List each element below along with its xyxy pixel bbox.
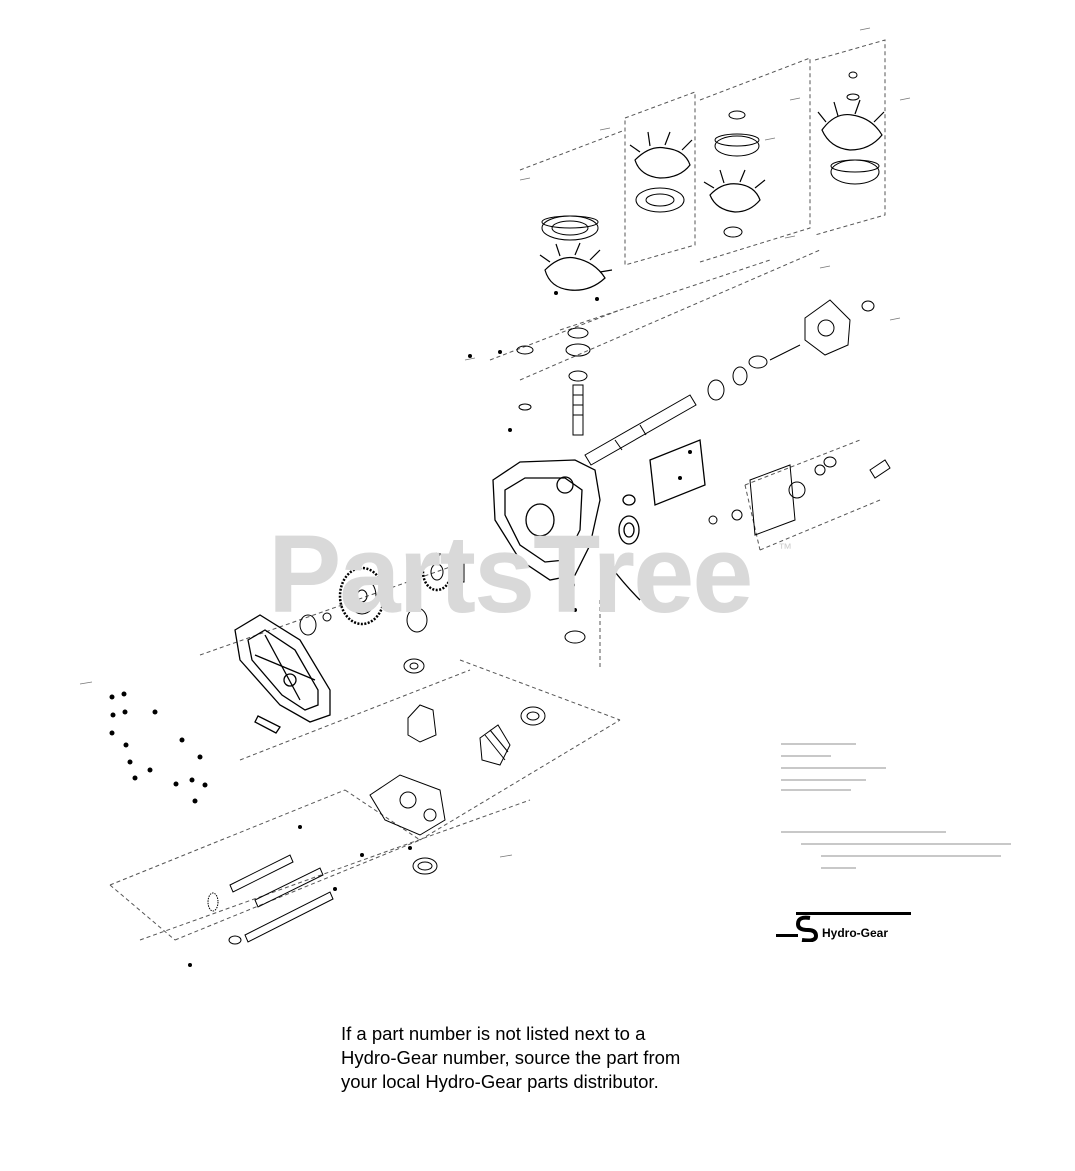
note-line: If a part number is not listed next to a — [341, 1023, 646, 1044]
fan-blades-1 — [539, 242, 613, 291]
note-line: your local Hydro-Gear parts distributor. — [341, 1071, 659, 1092]
callout-ticks — [79, 27, 911, 858]
fan-blades-3 — [703, 169, 766, 213]
exploded-parts-diagram — [79, 27, 911, 967]
center-section — [369, 630, 586, 875]
control-bracket-group — [708, 456, 891, 536]
dashed-frames — [109, 39, 886, 941]
gear-train — [299, 552, 465, 674]
fan-blades-2 — [629, 131, 693, 179]
note-line: Hydro-Gear number, source the part from — [341, 1047, 681, 1068]
parts-tree-watermark: PartsTree — [268, 513, 753, 636]
fan-pulley-group — [539, 71, 885, 291]
side-cover-plate — [234, 614, 331, 734]
hydro-gear-brand-name: Hydro-Gear — [822, 926, 889, 940]
parts-sourcing-note: If a part number is not listed next to a… — [341, 1022, 761, 1094]
fasteners — [109, 291, 692, 967]
faint-notes — [781, 743, 1011, 869]
trademark-symbol: ™ — [778, 540, 792, 556]
transaxle-housing — [492, 439, 706, 601]
hydro-gear-logo-icon — [776, 912, 911, 942]
pump-shaft-stack — [516, 327, 591, 436]
axle-shaft — [584, 299, 875, 466]
fan-blades-4 — [817, 99, 885, 151]
input-shafts — [207, 854, 334, 945]
